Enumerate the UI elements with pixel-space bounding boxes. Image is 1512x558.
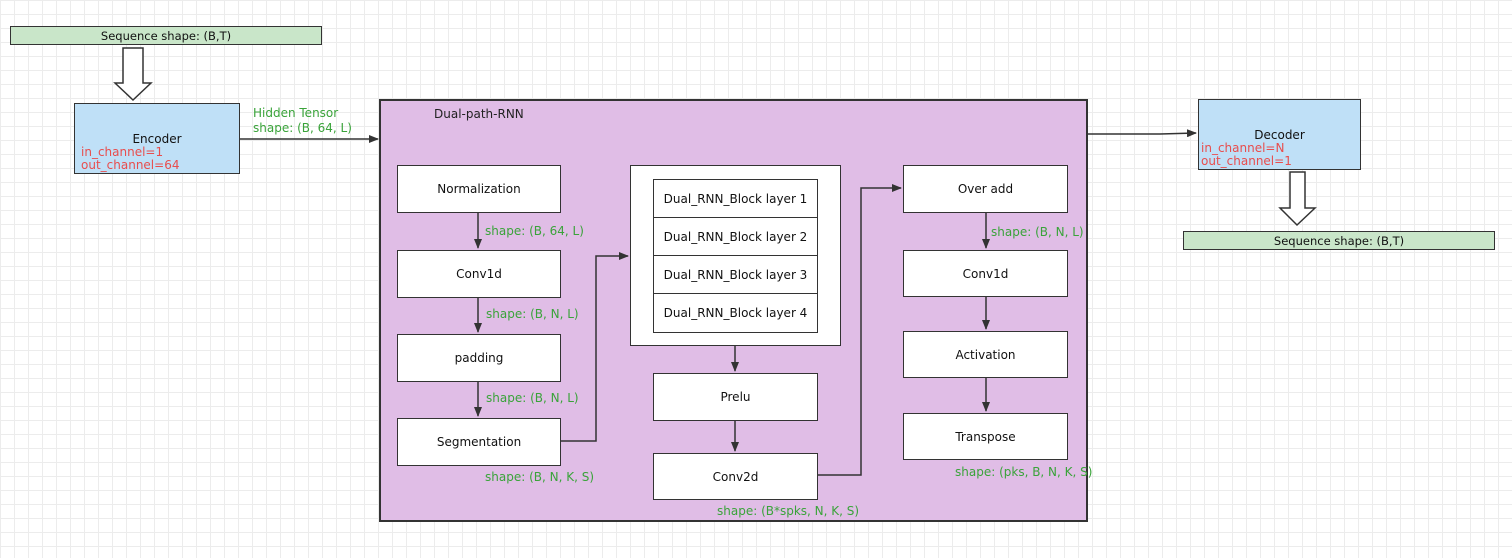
- dual-rnn-block-layer-1-label: Dual_RNN_Block layer 1: [663, 191, 808, 206]
- over-add-label: Over add: [957, 182, 1014, 196]
- conv2d-box: Conv2d: [653, 453, 818, 500]
- shape-after-over-add: shape: (B, N, L): [991, 225, 1084, 239]
- encoder-title: Encoder: [132, 131, 182, 146]
- prelu-label: Prelu: [720, 390, 751, 404]
- hollow-arrow-out-of-decoder: [1278, 171, 1317, 227]
- activation-label: Activation: [955, 347, 1016, 362]
- decoder-box: Decoder in_channel=N out_channel=1: [1198, 99, 1361, 170]
- over-add-box: Over add: [903, 165, 1068, 213]
- shape-after-padding: shape: (B, N, L): [486, 391, 579, 405]
- conv1d-right-label: Conv1d: [962, 266, 1009, 281]
- transpose-label: Transpose: [955, 429, 1016, 444]
- hollow-arrow-into-encoder: [113, 47, 153, 102]
- dual-rnn-block-layer-2: Dual_RNN_Block layer 2: [653, 217, 818, 256]
- output-sequence-label: Sequence shape: (B,T): [1273, 233, 1405, 248]
- input-sequence-box: Sequence shape: (B,T): [10, 26, 322, 45]
- segmentation-label: Segmentation: [436, 435, 522, 449]
- output-sequence-box: Sequence shape: (B,T): [1183, 231, 1495, 250]
- conv1d-right-box: Conv1d: [903, 250, 1068, 297]
- dual-rnn-block-layer-1: Dual_RNN_Block layer 1: [653, 179, 818, 218]
- decoder-out-channel: out_channel=1: [1201, 153, 1292, 168]
- activation-box: Activation: [903, 331, 1068, 378]
- transpose-box: Transpose: [903, 413, 1068, 460]
- padding-box: padding: [397, 334, 561, 382]
- encoder-out-channel: out_channel=64: [81, 157, 180, 172]
- normalization-label: Normalization: [437, 182, 521, 196]
- encoder-in-channel: in_channel=1: [81, 144, 164, 159]
- shape-after-conv2d: shape: (B*spks, N, K, S): [717, 504, 860, 518]
- shape-after-transpose: shape: (pks, B, N, K, S): [955, 465, 1093, 479]
- prelu-box: Prelu: [653, 373, 818, 421]
- dual-rnn-block-layer-4-label: Dual_RNN_Block layer 4: [663, 306, 808, 320]
- hidden-tensor-shape: shape: (B, 64, L): [253, 121, 352, 135]
- decoder-title: Decoder: [1254, 127, 1305, 142]
- dual-rnn-block-layer-3-label: Dual_RNN_Block layer 3: [663, 267, 808, 282]
- decoder-in-channel: in_channel=N: [1201, 140, 1285, 155]
- shape-after-segmentation: shape: (B, N, K, S): [485, 470, 595, 484]
- dual-path-rnn-title: Dual-path-RNN: [434, 107, 524, 121]
- padding-label: padding: [454, 351, 504, 365]
- dual-rnn-block-layer-2-label: Dual_RNN_Block layer 2: [663, 229, 808, 244]
- normalization-box: Normalization: [397, 165, 561, 213]
- input-sequence-label: Sequence shape: (B,T): [100, 28, 232, 43]
- hidden-tensor-label: Hidden Tensor: [253, 106, 339, 120]
- shape-after-normalization: shape: (B, 64, L): [485, 224, 584, 238]
- dual-rnn-block-layer-3: Dual_RNN_Block layer 3: [653, 255, 818, 294]
- conv2d-label: Conv2d: [712, 469, 759, 484]
- conv1d-left-label: Conv1d: [456, 267, 502, 281]
- shape-after-conv1d-left: shape: (B, N, L): [486, 307, 579, 321]
- segmentation-box: Segmentation: [397, 418, 561, 466]
- dual-rnn-block-layer-4: Dual_RNN_Block layer 4: [653, 293, 818, 333]
- arrow-dprnn-to-decoder: [1088, 129, 1197, 138]
- conv1d-left-box: Conv1d: [397, 250, 561, 298]
- encoder-box: Encoder in_channel=1 out_channel=64: [74, 103, 240, 174]
